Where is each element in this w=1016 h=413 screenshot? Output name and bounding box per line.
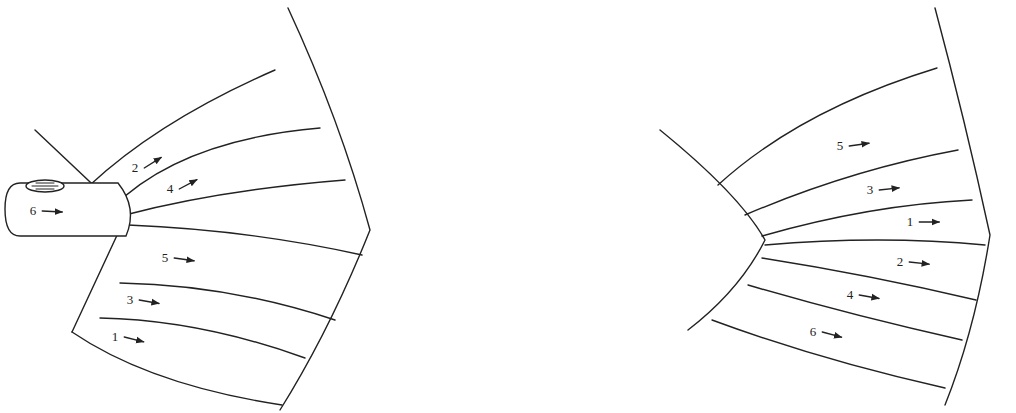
callout-number: 5 <box>836 139 845 153</box>
left-figure <box>5 8 370 410</box>
direction-arrow <box>822 332 841 337</box>
strip-edge <box>718 68 937 185</box>
callout-number: 2 <box>896 255 905 269</box>
direction-arrow <box>179 180 197 189</box>
breast-outline <box>280 8 370 410</box>
callout-number: 3 <box>126 293 135 307</box>
strip-edge <box>748 285 962 340</box>
strip-edge <box>745 150 958 215</box>
callout-number: 2 <box>131 161 140 175</box>
roll-end <box>26 180 64 192</box>
callout-number: 5 <box>161 251 170 265</box>
strip-edge <box>762 200 972 236</box>
callout-number: 1 <box>111 330 120 344</box>
strip-edge <box>100 318 305 358</box>
callout-number: 3 <box>866 183 875 197</box>
strip-edge <box>90 70 275 185</box>
strip-edge <box>72 332 282 405</box>
strip-edge <box>712 320 945 388</box>
callout-number: 1 <box>906 215 915 229</box>
direction-arrow <box>139 300 159 303</box>
strip-edge <box>120 283 335 320</box>
direction-arrow <box>849 143 869 146</box>
direction-arrow <box>879 188 899 190</box>
direction-arrow <box>859 295 879 298</box>
direction-arrows <box>42 143 939 342</box>
bandage-roll <box>5 183 131 236</box>
callout-number: 6 <box>29 204 38 218</box>
direction-arrow <box>42 211 62 212</box>
direction-arrow <box>174 258 194 261</box>
strip-edge <box>125 180 345 215</box>
strip-edge <box>762 258 976 300</box>
direction-arrow <box>144 157 161 168</box>
chest-outline <box>660 130 765 330</box>
direction-arrow <box>909 262 929 264</box>
direction-arrow <box>124 337 143 342</box>
callout-number: 4 <box>166 182 175 196</box>
callout-number: 4 <box>846 288 855 302</box>
direction-arrow <box>919 221 939 222</box>
roll-hatching <box>32 183 58 189</box>
strip-edge <box>765 240 985 245</box>
right-figure <box>660 8 990 405</box>
breast-outline <box>935 8 990 405</box>
callout-number: 6 <box>809 325 818 339</box>
